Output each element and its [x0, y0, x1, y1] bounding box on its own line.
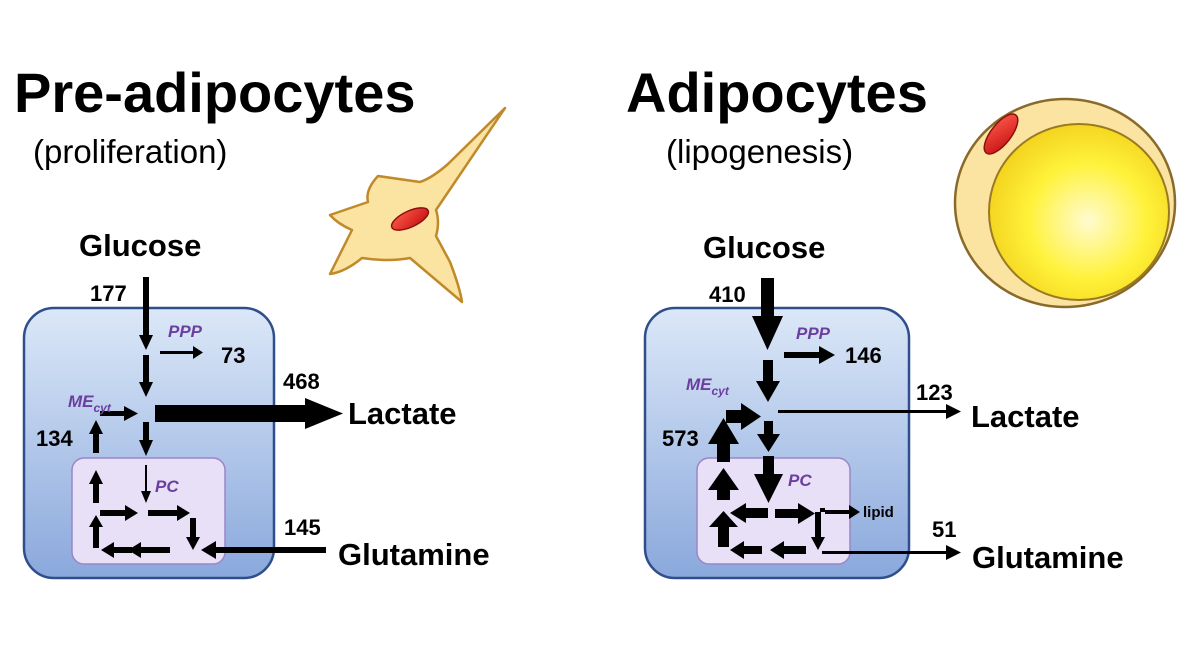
right-lipid-label: lipid — [863, 504, 894, 521]
left-flux-arrows — [89, 277, 343, 559]
nucleus-icon — [983, 113, 1019, 155]
right-me-label: MEcyt — [686, 375, 730, 398]
left-flux-me: 134 — [36, 426, 73, 451]
left-flux-ppp: 73 — [221, 343, 245, 368]
left-flux-lactate: 468 — [283, 369, 320, 394]
right-glutamine-label: Glutamine — [972, 540, 1124, 575]
left-lactate-label: Lactate — [348, 396, 457, 431]
left-glutamine-label: Glutamine — [338, 537, 490, 572]
fibroblast-cell-icon — [328, 106, 507, 304]
right-flux-lactate: 123 — [916, 380, 953, 405]
right-ppp-label: PPP — [796, 324, 831, 343]
nucleus-icon — [390, 207, 430, 231]
left-ppp-label: PPP — [168, 322, 203, 341]
right-subtitle: (lipogenesis) — [666, 133, 854, 170]
right-glucose-label: Glucose — [703, 230, 825, 265]
adipocyte-cell-icon — [953, 97, 1177, 309]
right-title: Adipocytes — [626, 61, 928, 124]
right-pc-label: PC — [788, 471, 812, 490]
left-title: Pre-adipocytes — [14, 61, 416, 124]
left-glucose-label: Glucose — [79, 228, 201, 263]
left-subtitle: (proliferation) — [33, 133, 228, 170]
right-flux-ppp: 146 — [845, 343, 882, 368]
right-flux-arrows — [708, 278, 961, 560]
left-flux-glucose: 177 — [90, 281, 127, 306]
right-lactate-label: Lactate — [971, 399, 1080, 434]
left-pc-label: PC — [155, 477, 179, 496]
right-flux-me: 573 — [662, 426, 699, 451]
left-me-label: MEcyt — [68, 392, 112, 415]
left-flux-glutamine: 145 — [284, 515, 321, 540]
right-flux-glucose: 410 — [709, 282, 746, 307]
right-flux-glutamine: 51 — [932, 517, 956, 542]
